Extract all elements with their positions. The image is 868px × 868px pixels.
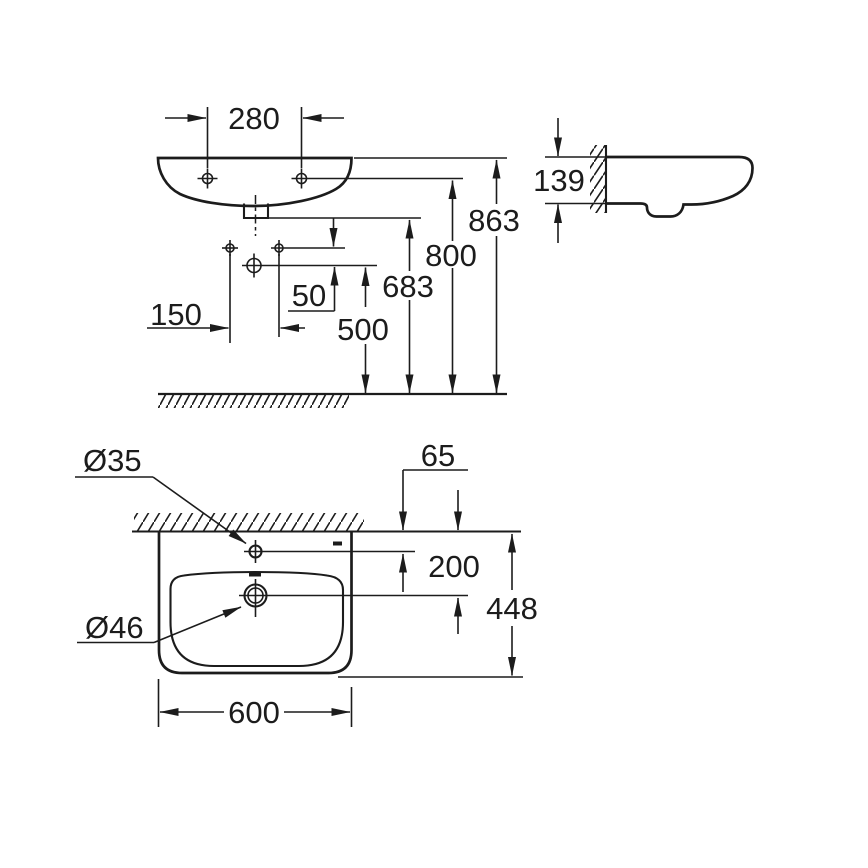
front-mounting-hole-left [197,168,218,189]
dim-800: 800 [425,180,477,394]
dim-label-65: 65 [421,438,455,473]
dim-label-200: 200 [428,549,480,584]
front-view: 280 863 800 683 500 [147,101,520,408]
dim-label-280: 280 [228,101,280,136]
top-wall-hatch [134,513,364,531]
dim-label-800: 800 [425,238,477,273]
dim-65: 65 [399,438,468,592]
front-basin-outline [156,156,353,208]
dim-683: 683 [382,219,434,394]
dim-label-dia35: Ø35 [83,443,142,478]
dim-label-139: 139 [533,163,585,198]
dim-600: 600 [157,679,353,730]
dim-448: 448 [486,533,538,676]
dim-label-683: 683 [382,269,434,304]
leader-dia35: Ø35 [75,443,247,545]
side-wall-hatch [590,145,606,213]
dim-280: 280 [165,101,344,168]
dim-863: 863 [468,159,520,394]
top-inner-basin [169,570,345,668]
dim-150: 150 [147,254,305,343]
top-outer-outline [157,531,353,675]
side-view: 139 [533,118,754,243]
dim-label-600: 600 [228,695,280,730]
dim-500: 500 [337,267,389,394]
leader-dia46: Ø46 [77,606,242,645]
dim-label-448: 448 [486,591,538,626]
top-view: Ø35 Ø46 65 200 448 [75,438,538,730]
dim-label-150: 150 [150,297,202,332]
dim-label-500: 500 [337,312,389,347]
floor-hatch [158,394,349,408]
dim-label-863: 863 [468,203,520,238]
side-basin-profile [606,155,754,218]
dim-139: 139 [533,118,605,243]
front-fixing-hole-left [222,240,238,256]
dim-label-dia46: Ø46 [85,610,144,645]
top-drain-hole [243,579,268,617]
dim-200: 200 [428,490,480,634]
dim-50: 50 [288,218,339,313]
dim-label-50: 50 [292,278,326,313]
